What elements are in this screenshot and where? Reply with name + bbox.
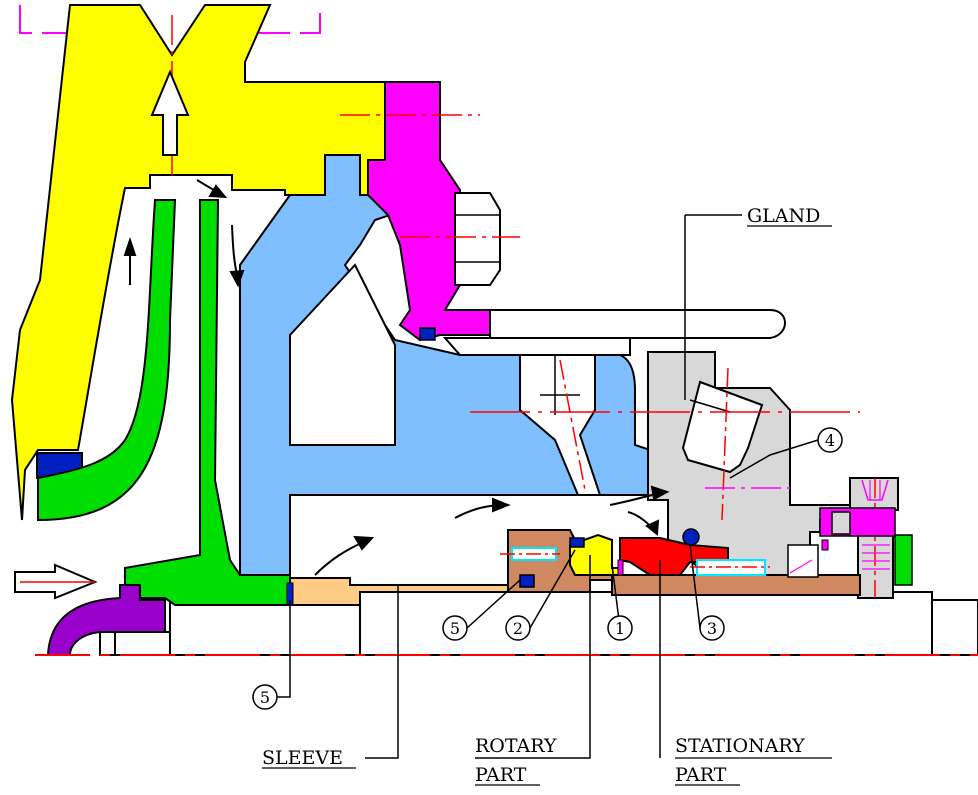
impeller-eye-frame bbox=[19, 5, 321, 34]
flow-arrows bbox=[123, 179, 670, 576]
port-centerline bbox=[721, 367, 729, 521]
casing-ring-outer bbox=[37, 199, 177, 522]
gland-bolt-shank-lower bbox=[442, 337, 631, 356]
callout-4-text: 4 bbox=[825, 431, 835, 450]
stuffing-box-oring bbox=[419, 327, 436, 341]
callout-5b-text: 5 bbox=[260, 688, 270, 707]
casing-ring-inner bbox=[124, 199, 291, 606]
label-stationary-line2: PART bbox=[675, 764, 727, 786]
callout-1-text: 1 bbox=[615, 619, 625, 638]
casing-cover-cavity bbox=[289, 263, 396, 446]
label-stationary-line1: STATIONARY bbox=[675, 735, 805, 757]
port-line bbox=[689, 399, 731, 413]
callout-3-text: 3 bbox=[707, 619, 717, 638]
label-rotary-line1: ROTARY bbox=[475, 735, 557, 757]
collar-inner bbox=[831, 511, 851, 535]
callout-1: 1 bbox=[607, 615, 633, 641]
vent-magenta-mark bbox=[821, 539, 829, 551]
callout-2-text: 2 bbox=[513, 619, 523, 638]
callout-2: 2 bbox=[505, 615, 531, 641]
gland-bolt-shank bbox=[489, 309, 786, 339]
callout-5a-text: 5 bbox=[450, 619, 460, 638]
label-gland: GLAND bbox=[747, 205, 820, 227]
gland-bolt-nut bbox=[454, 192, 501, 286]
stationary-seat bbox=[619, 537, 729, 576]
callout-3: 3 bbox=[699, 615, 725, 641]
callout-5b: 5 bbox=[252, 684, 278, 710]
callout-5a: 5 bbox=[442, 615, 468, 641]
cap-screw-socket bbox=[861, 479, 889, 501]
cap-screw-thread bbox=[862, 544, 890, 570]
seal-body-right bbox=[611, 574, 861, 596]
impeller bbox=[10, 4, 386, 521]
leader-lines bbox=[277, 214, 819, 759]
label-rotary-line2: PART bbox=[475, 764, 527, 786]
rotary-face-oring bbox=[569, 537, 585, 548]
callout-4: 4 bbox=[817, 427, 843, 453]
passage-centerline bbox=[559, 359, 586, 491]
casing-cover-passage bbox=[519, 354, 602, 496]
stationary-oring bbox=[682, 528, 700, 546]
impeller-outlet-arrow-icon bbox=[150, 69, 190, 156]
collar-green bbox=[894, 534, 913, 586]
inlet-flange bbox=[99, 631, 171, 656]
label-sleeve: SLEEVE bbox=[262, 747, 343, 769]
rotary-body-oring bbox=[519, 574, 535, 588]
stationary-face-strip bbox=[617, 559, 624, 576]
vent-arrow-line bbox=[789, 559, 813, 574]
